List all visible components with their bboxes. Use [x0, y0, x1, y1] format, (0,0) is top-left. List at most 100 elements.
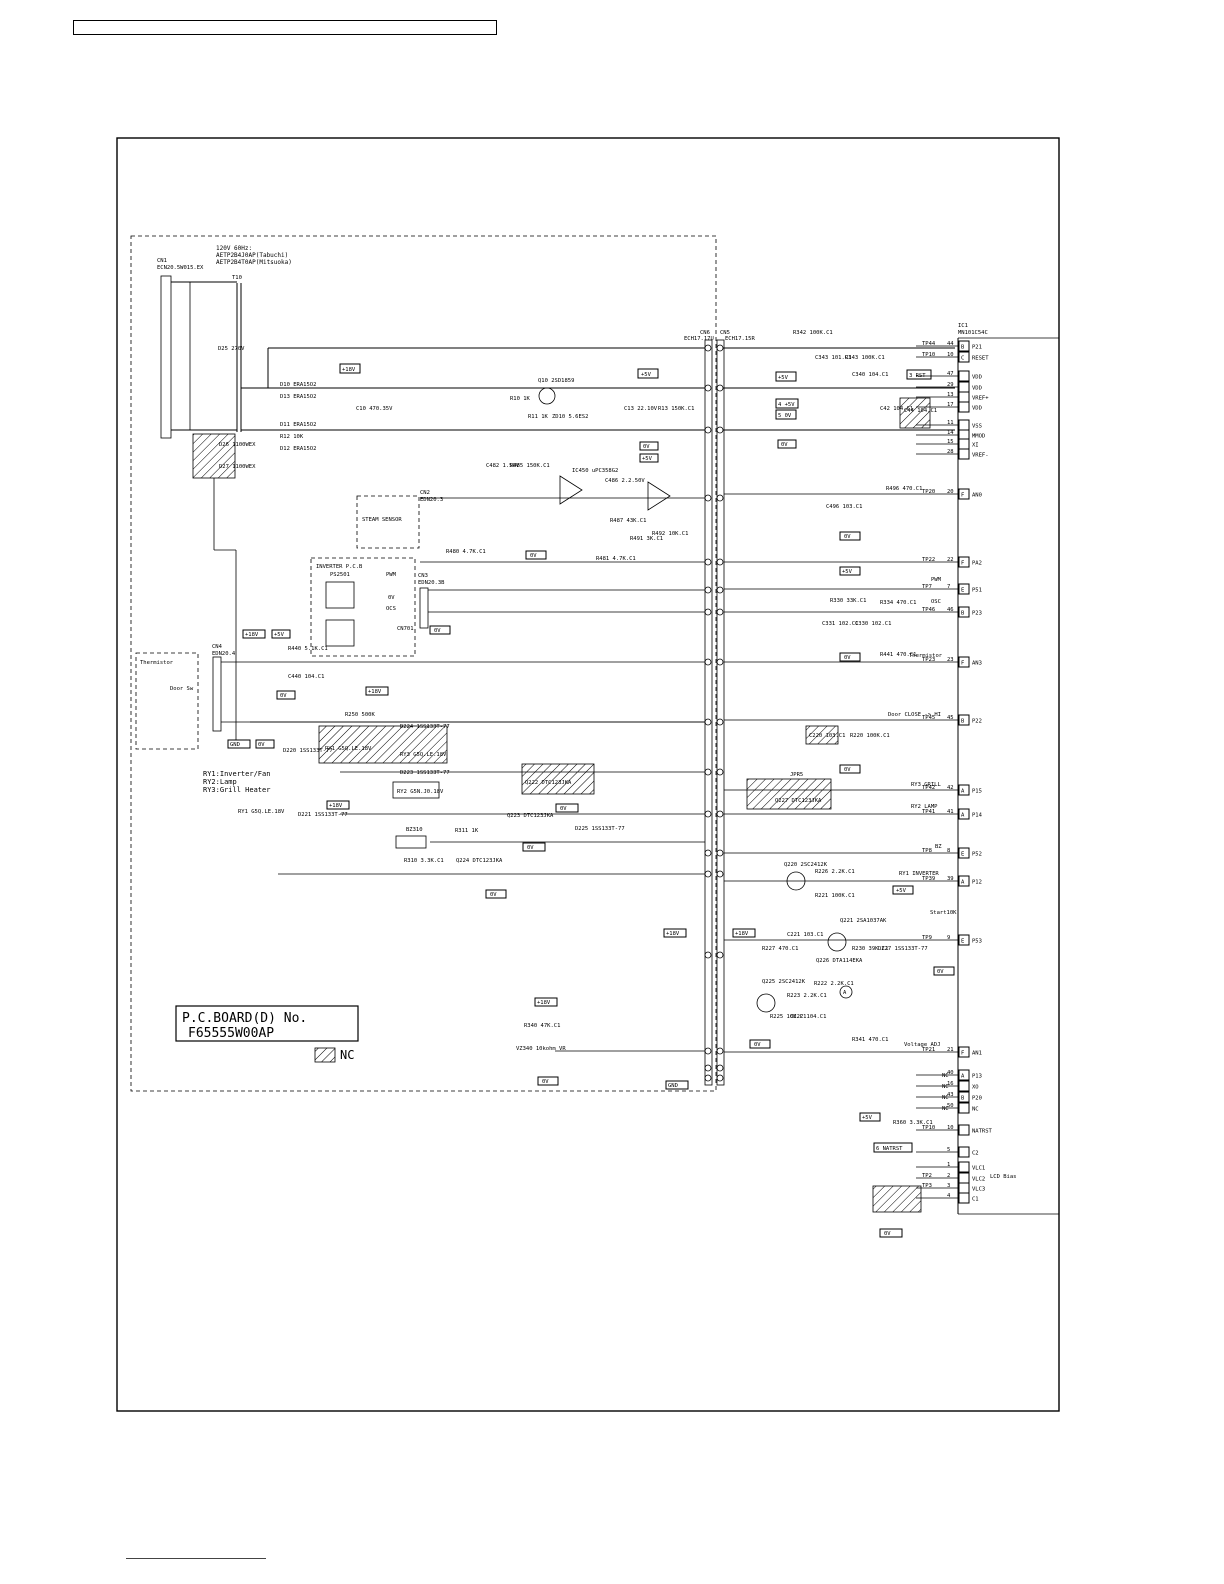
- ic1-pin-name: VDD: [972, 386, 982, 392]
- q225-transistor: [756, 993, 776, 1013]
- ic450-opamp-b: [647, 481, 671, 511]
- r334-label: R334 470.C1: [880, 600, 916, 606]
- rail-5v-label: +5V: [641, 372, 652, 378]
- connector-pin: [704, 849, 712, 857]
- r12-label: R12 10K: [280, 434, 304, 440]
- ic1-pin-box: [958, 606, 970, 618]
- ic1-pin-number: 42: [947, 785, 954, 791]
- bz-signal-label: BZ: [935, 844, 942, 850]
- ic1-port-letter: B: [961, 611, 965, 617]
- ic1-pin-box: [958, 656, 970, 668]
- lcd-bias-label: LCD Bias: [990, 1174, 1017, 1180]
- ic1-pin-number: 10: [947, 352, 954, 358]
- zd10-label: ZD10 5.6ES2: [552, 414, 588, 420]
- ic1-pin-name: P51: [972, 588, 982, 594]
- r222-label: R222 2.2K.C1: [814, 981, 854, 987]
- d225-label: D225 1SS133T-77: [575, 826, 625, 832]
- c10-label: C10 470.35V: [356, 406, 393, 412]
- ic1-pin-name: P20: [972, 1096, 982, 1102]
- ic1-port-letter: B: [961, 345, 965, 351]
- cn6-part: ECH17.17U: [684, 336, 714, 342]
- c220-label: C220 103.C1: [809, 733, 845, 739]
- ic1-pin-box: [958, 784, 970, 796]
- start-5v-box: +5V: [896, 888, 907, 894]
- start-0v-box: 0V: [937, 969, 944, 975]
- connector-pin: [704, 1074, 712, 1082]
- r440-label: R440 5.1K.C1: [288, 646, 328, 652]
- d220-label: D220 1SS133T-77: [283, 748, 333, 754]
- vr-gnd-box: GND: [668, 1083, 678, 1089]
- connector-pin: [716, 586, 724, 594]
- ic1-pin-box: [958, 351, 970, 363]
- cn3-label: CN3: [418, 573, 428, 579]
- ic1-pin-number: 43: [947, 1092, 954, 1098]
- transformer-section: CN1 ECN20.5W015.EX 120V 60Hz: AETP2B4J0A…: [157, 245, 292, 740]
- buzzer: [395, 835, 427, 849]
- ic1-pin-number: 4: [947, 1193, 951, 1199]
- steam-sensor-box: [356, 495, 420, 549]
- nc-block-relay: [318, 725, 448, 764]
- d223-label: D223 1SS133T-77: [400, 770, 450, 776]
- marker-a: [839, 985, 853, 999]
- ic1-nc-label: NC: [942, 1073, 949, 1079]
- q10-transistor: [538, 387, 556, 405]
- ic1-pin-box: [958, 370, 970, 382]
- ic1-pin-name: P22: [972, 719, 982, 725]
- r341-label: R341 470.C1: [852, 1037, 888, 1043]
- r330-label: R330 33K.C1: [830, 598, 866, 604]
- nc-legend-label: NC: [340, 1048, 354, 1062]
- ic1-pin-box: [958, 1161, 970, 1173]
- ic1-pin-number: 20: [947, 489, 954, 495]
- cn5-part: ECH17.15R: [725, 336, 755, 342]
- relay-18v-box: +18V: [368, 689, 382, 695]
- connector-pin: [716, 849, 724, 857]
- ic1-test-point: TP45: [922, 715, 935, 721]
- d224-label: D224 1SS133T-77: [400, 724, 450, 730]
- q225-label: Q225 2SC2412K: [762, 979, 806, 985]
- ry1-label: RY1 G5Q.LE.18V: [238, 809, 285, 815]
- ry2-signal-label: RY2 LAMP: [911, 804, 938, 810]
- c486-label: C486 2.2.50V: [605, 478, 645, 484]
- q224-label: Q224 DTC123JKA: [456, 858, 503, 864]
- board-title-block: P.C.BOARD(D) No. F65555W00AP NC: [175, 1005, 359, 1063]
- ic1-pin-number: 41: [947, 809, 954, 815]
- relay-legend-1: RY1:Inverter/Fan: [203, 770, 270, 778]
- ic1-pin-number: 15: [947, 439, 954, 445]
- ic1-test-point: TP46: [922, 607, 935, 613]
- ic1-test-point: TP3: [922, 1183, 932, 1189]
- r496-label: R496 470.C1: [886, 486, 922, 492]
- ry2-relay: [392, 781, 440, 799]
- osc-5v-box: +5V: [842, 569, 853, 575]
- ic1-pin-name: P13: [972, 1074, 982, 1080]
- ic1-pin-name: C2: [972, 1151, 979, 1157]
- q221-label: Q221 2SA1037AK: [840, 918, 887, 924]
- ic1-pin-name: VDD: [972, 406, 982, 412]
- transformer-ref: T10: [232, 275, 242, 281]
- ic1-pin-box: [958, 1046, 970, 1058]
- ry2-label: RY2 G5N.J0.18V: [397, 789, 444, 795]
- vr-section: +18V +18V R340 47K.C1 VZ340 10kohm VR 0V…: [516, 928, 705, 1090]
- connector-pin: [716, 658, 724, 666]
- cn6-strip: [704, 339, 713, 1086]
- q222-0v-box: 0V: [560, 806, 567, 812]
- ic1-port-letter: A: [961, 813, 965, 819]
- ic1-pin-box: [958, 556, 970, 568]
- ic1-pin-number: 7: [947, 584, 950, 590]
- d227-label: D227 1SS133T-77: [878, 946, 928, 952]
- ic1-port-letter: F: [961, 493, 964, 499]
- connector-pin: [716, 558, 724, 566]
- c340-label: C340 104.C1: [852, 372, 888, 378]
- therm-5v-box: +5V: [274, 632, 285, 638]
- ic1-pin-name: RESET: [972, 356, 989, 362]
- ic1-pin-box: [958, 391, 970, 403]
- r492-label: R492 10K.C1: [652, 531, 688, 537]
- connector-pin: [716, 426, 724, 434]
- ic1-pin-column: B44P21TP44C10RESETTP1047VDD29VDD13VREF+1…: [916, 340, 993, 1204]
- ic1-pin-box: [958, 808, 970, 820]
- pwm-signal-label: PWM: [931, 577, 942, 583]
- rail-18v-label: +18V: [342, 367, 356, 373]
- osc-0v-box: 0V: [844, 655, 851, 661]
- r491-label: R491 3K.C1: [630, 536, 663, 542]
- ic1-pin-name: XI: [972, 443, 979, 449]
- ic1-port-letter: A: [961, 1074, 965, 1080]
